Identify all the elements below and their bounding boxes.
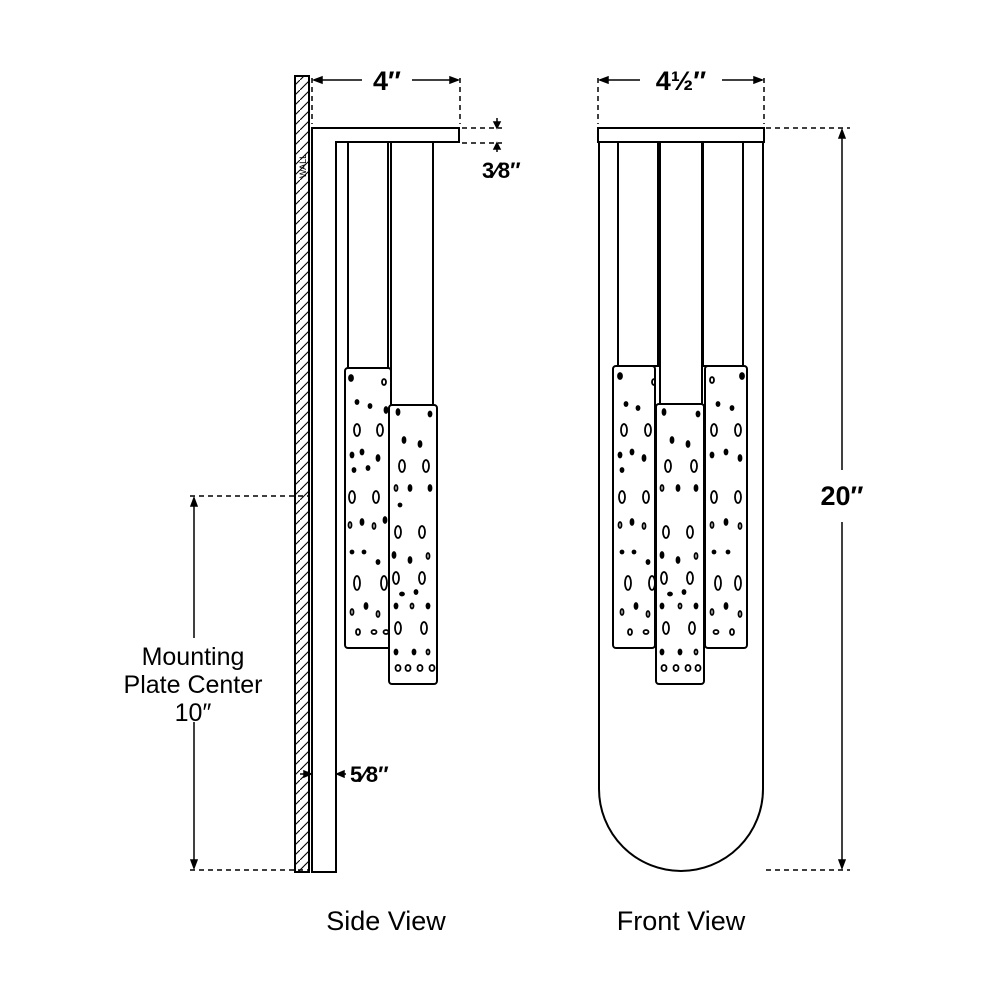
front-rod-center bbox=[659, 141, 703, 405]
side-rod-front bbox=[390, 141, 434, 406]
side-cylinder-front bbox=[388, 404, 438, 685]
mounting-label-line1: Mounting bbox=[142, 643, 245, 671]
front-width-dim-label: 4½″ bbox=[656, 66, 707, 96]
side-backplate bbox=[311, 127, 460, 873]
side-view: WALL bbox=[124, 66, 522, 936]
wall: WALL bbox=[294, 75, 310, 873]
front-rod-right bbox=[702, 141, 744, 367]
side-backplate-depth-dimension bbox=[300, 769, 346, 779]
wall-label: WALL bbox=[298, 154, 308, 178]
mounting-center-dimension bbox=[189, 495, 310, 871]
side-backplate-depth-label: 5⁄8″ bbox=[350, 762, 389, 787]
side-view-caption: Side View bbox=[326, 906, 446, 936]
side-plate-thickness-dimension bbox=[462, 118, 502, 152]
side-width-dimension bbox=[311, 75, 461, 124]
side-rod-rear bbox=[347, 141, 389, 369]
front-rod-left bbox=[617, 141, 659, 367]
front-width-dimension bbox=[597, 75, 765, 124]
front-cylinder-left bbox=[612, 365, 656, 649]
front-view: 4½″ 20″ Front View bbox=[597, 66, 864, 936]
side-width-dim-label: 4″ bbox=[373, 66, 401, 96]
front-height-dimension bbox=[766, 127, 850, 871]
side-plate-thickness-label: 3⁄8″ bbox=[482, 158, 521, 183]
side-cylinder-rear bbox=[344, 367, 392, 649]
front-canopy bbox=[597, 127, 765, 143]
front-view-caption: Front View bbox=[617, 906, 746, 936]
front-cylinder-center bbox=[655, 403, 705, 685]
front-cylinder-right bbox=[704, 365, 748, 649]
mounting-label-line3: 10″ bbox=[175, 699, 212, 727]
mounting-label-line2: Plate Center bbox=[124, 671, 263, 699]
front-glass-shade bbox=[598, 142, 764, 872]
front-height-dim-label: 20″ bbox=[821, 481, 864, 511]
